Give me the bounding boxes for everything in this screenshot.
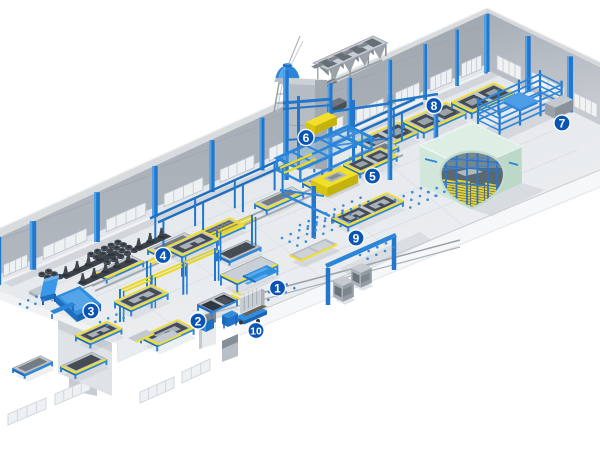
- svg-text:9: 9: [353, 231, 360, 245]
- svg-text:10: 10: [250, 325, 262, 337]
- svg-text:3: 3: [88, 304, 95, 318]
- svg-text:6: 6: [303, 131, 310, 145]
- svg-text:1: 1: [274, 281, 281, 295]
- svg-text:5: 5: [369, 169, 376, 183]
- svg-text:2: 2: [195, 314, 202, 328]
- svg-text:7: 7: [559, 116, 566, 130]
- svg-text:4: 4: [160, 249, 167, 263]
- svg-text:8: 8: [431, 99, 438, 113]
